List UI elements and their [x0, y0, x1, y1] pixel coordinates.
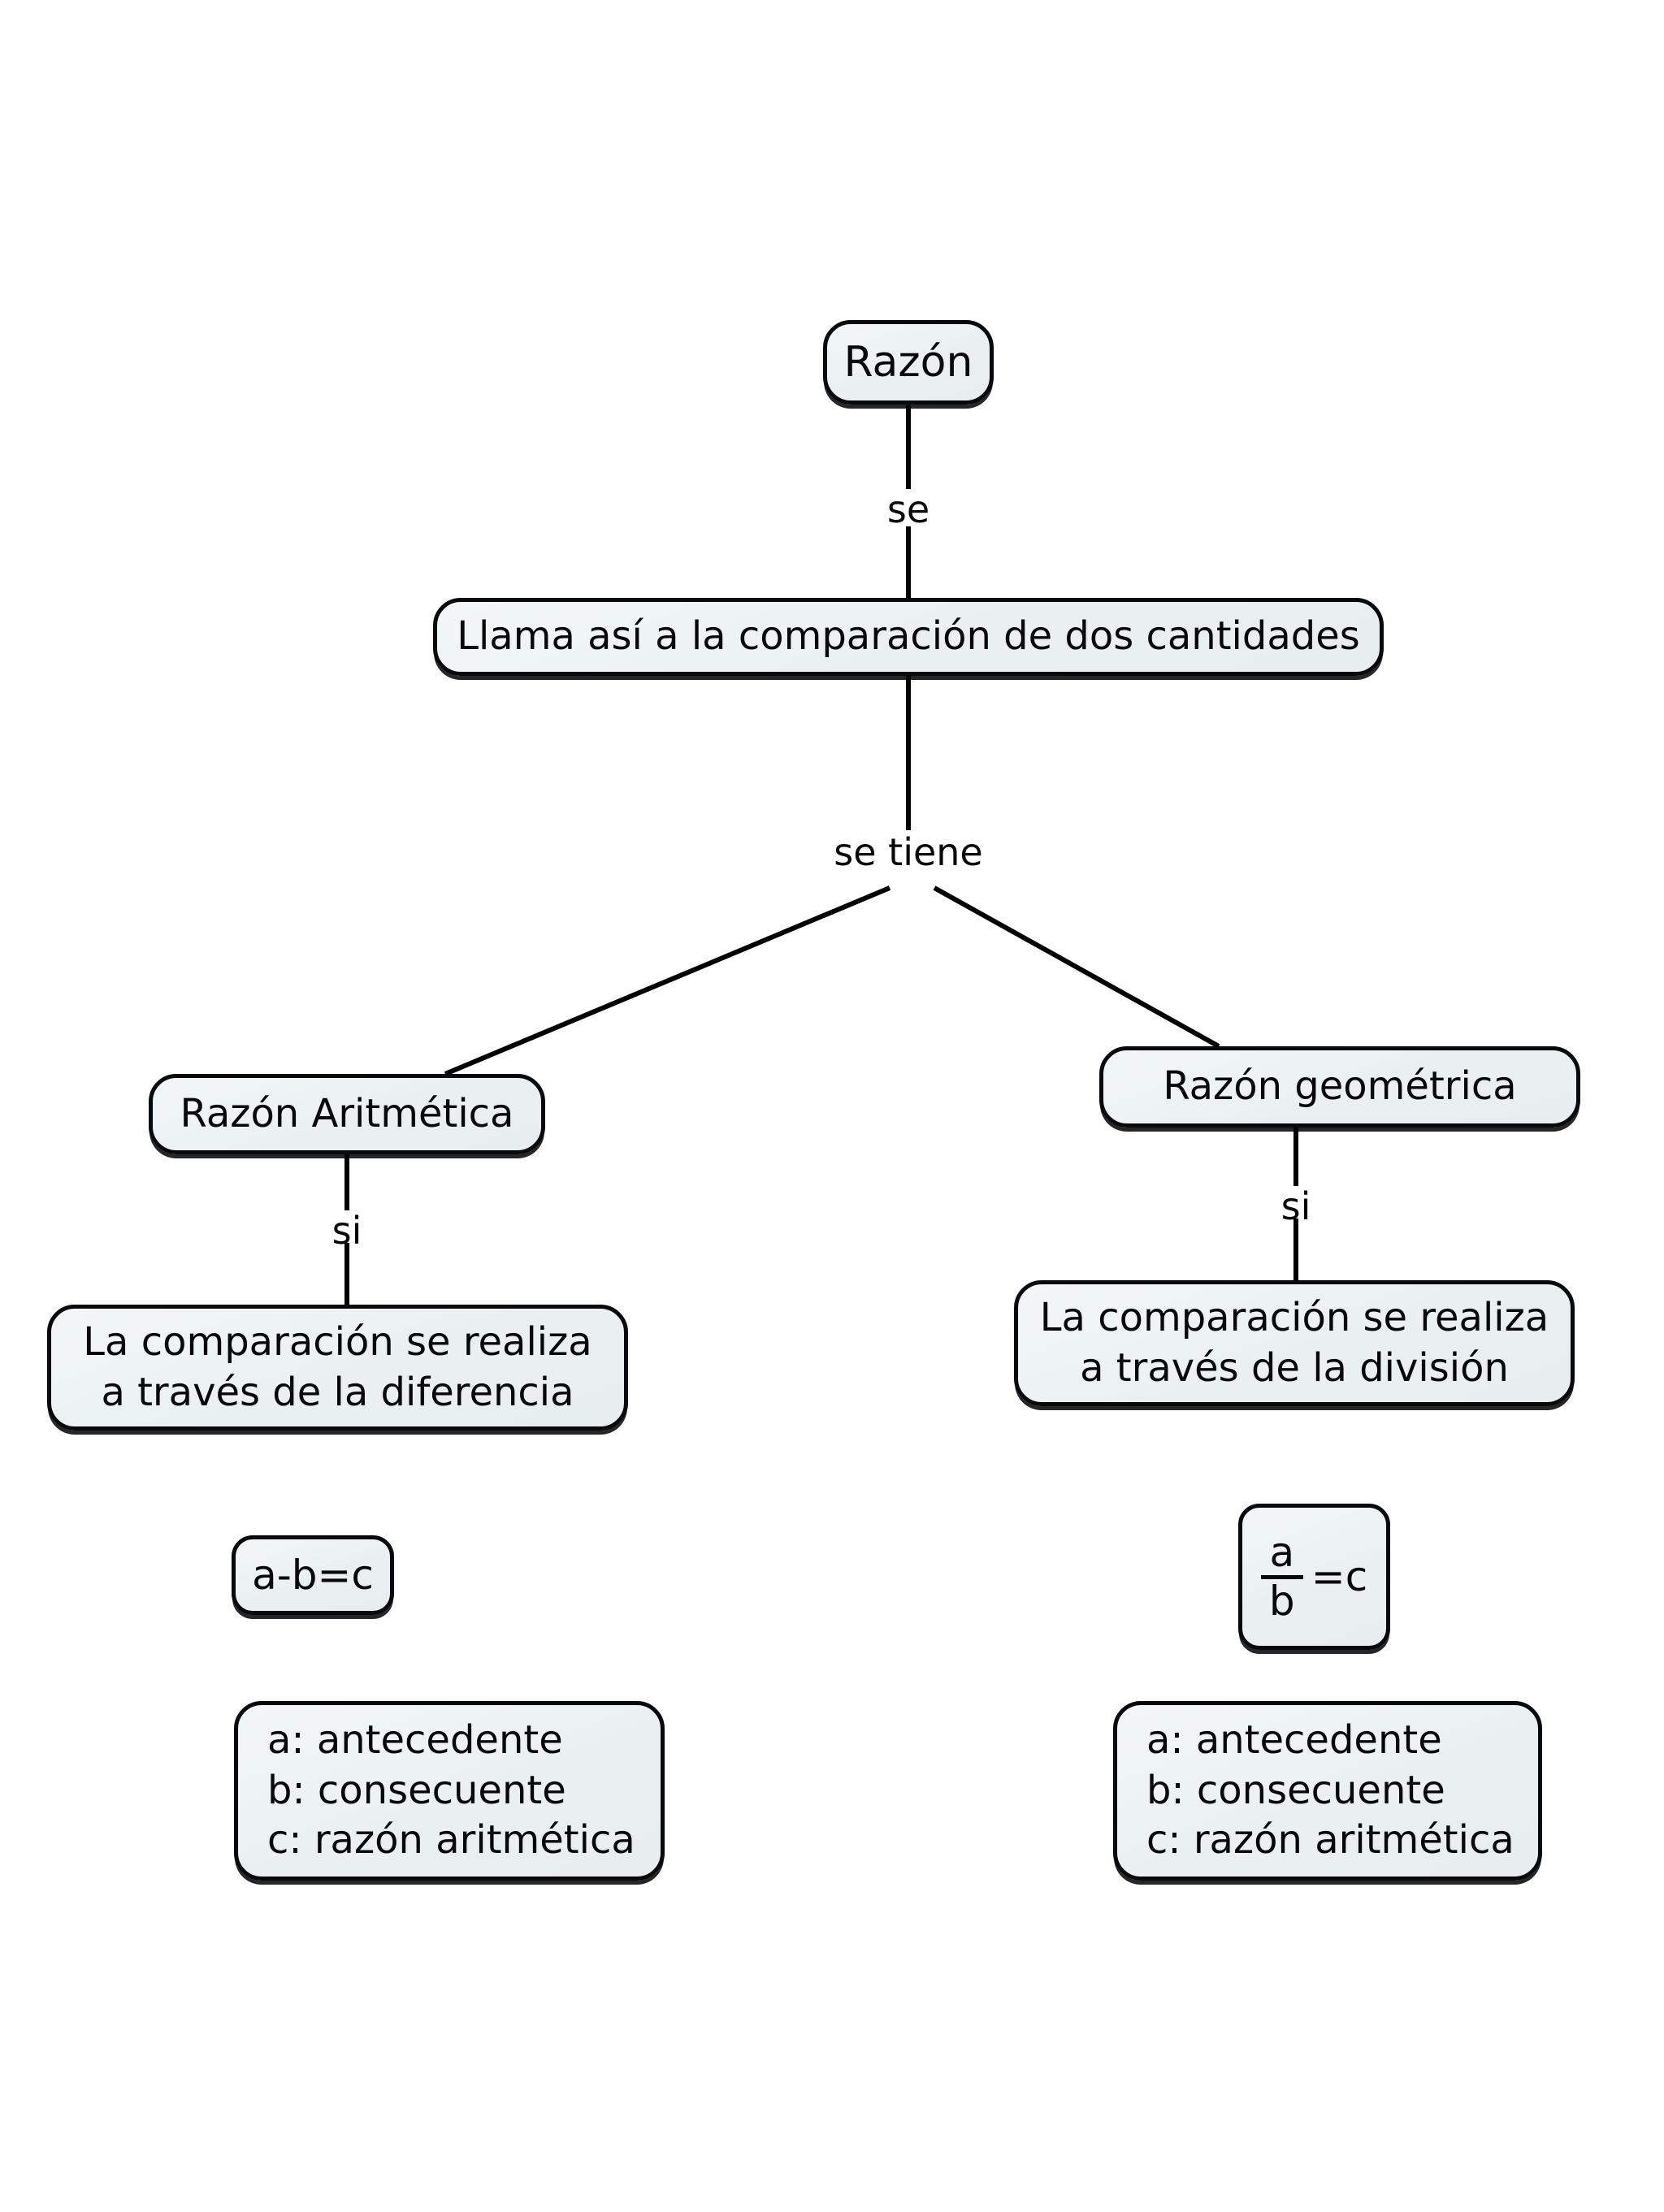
edge-label-si-arithmetic-text: si — [332, 1209, 362, 1253]
node-root-razon[interactable]: Razón — [823, 320, 994, 405]
node-definition-label: Llama así a la comparación de dos cantid… — [457, 613, 1360, 660]
node-definition[interactable]: Llama así a la comparación de dos cantid… — [433, 598, 1384, 676]
fraction-equals-c: =c — [1311, 1553, 1368, 1600]
node-arithmetic-legend-label: a: antecedente b: consecuente c: razón a… — [267, 1717, 635, 1864]
node-arithmetic-detail[interactable]: La comparación se realiza a través de la… — [47, 1305, 628, 1431]
edge-label-si-geometric-text: si — [1280, 1184, 1311, 1228]
node-razon-aritmetica-label: Razón Aritmética — [180, 1090, 514, 1136]
edge-label-se-tiene: se tiene — [786, 830, 1030, 874]
edge-label-se-text: se — [886, 487, 930, 531]
node-geometric-formula[interactable]: a b =c — [1238, 1504, 1390, 1650]
edge-label-se-tiene-text: se tiene — [834, 830, 983, 874]
node-razon-aritmetica[interactable]: Razón Aritmética — [149, 1074, 545, 1154]
node-arithmetic-legend[interactable]: a: antecedente b: consecuente c: razón a… — [234, 1701, 665, 1881]
node-geometric-legend[interactable]: a: antecedente b: consecuente c: razón a… — [1113, 1701, 1542, 1881]
node-arithmetic-detail-label: La comparación se realiza a través de la… — [83, 1319, 592, 1415]
fraction-denominator: b — [1268, 1577, 1295, 1625]
node-razon-geometrica-label: Razón geométrica — [1163, 1063, 1517, 1110]
edge-label-si-arithmetic: si — [298, 1209, 396, 1253]
edge-label-si-geometric: si — [1247, 1184, 1345, 1228]
node-razon-geometrica[interactable]: Razón geométrica — [1099, 1046, 1580, 1128]
edge-label-se: se — [860, 487, 957, 531]
node-geometric-detail-label: La comparación se realiza a través de la… — [1039, 1295, 1549, 1391]
node-arithmetic-formula[interactable]: a-b=c — [232, 1535, 394, 1615]
node-arithmetic-formula-label: a-b=c — [252, 1552, 374, 1599]
fraction-numerator: a — [1269, 1528, 1295, 1576]
fraction-a-over-b: a b — [1260, 1528, 1303, 1625]
fraction-bar — [1260, 1574, 1303, 1579]
node-geometric-legend-label: a: antecedente b: consecuente c: razón a… — [1146, 1717, 1514, 1864]
node-root-label: Razón — [843, 337, 973, 387]
node-geometric-detail[interactable]: La comparación se realiza a través de la… — [1014, 1280, 1575, 1406]
